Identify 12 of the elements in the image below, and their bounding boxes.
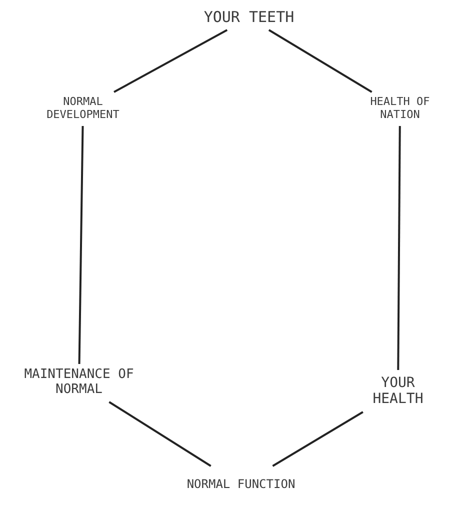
- node-label: NORMAL FUNCTION: [186, 478, 296, 492]
- connector-line: [78, 126, 84, 364]
- node-label: HEALTH OF NATION: [369, 96, 431, 122]
- connector-line: [268, 29, 372, 93]
- connector-line: [108, 401, 212, 467]
- node-label: YOUR TEETH: [204, 9, 294, 27]
- connector-line: [272, 411, 364, 467]
- node-label: NORMAL DEVELOPMENT: [46, 96, 120, 122]
- connector-line: [397, 126, 401, 370]
- node-label: YOUR HEALTH: [372, 374, 424, 408]
- connector-line: [114, 29, 228, 93]
- node-label: MAINTENANCE OF NORMAL: [23, 368, 135, 398]
